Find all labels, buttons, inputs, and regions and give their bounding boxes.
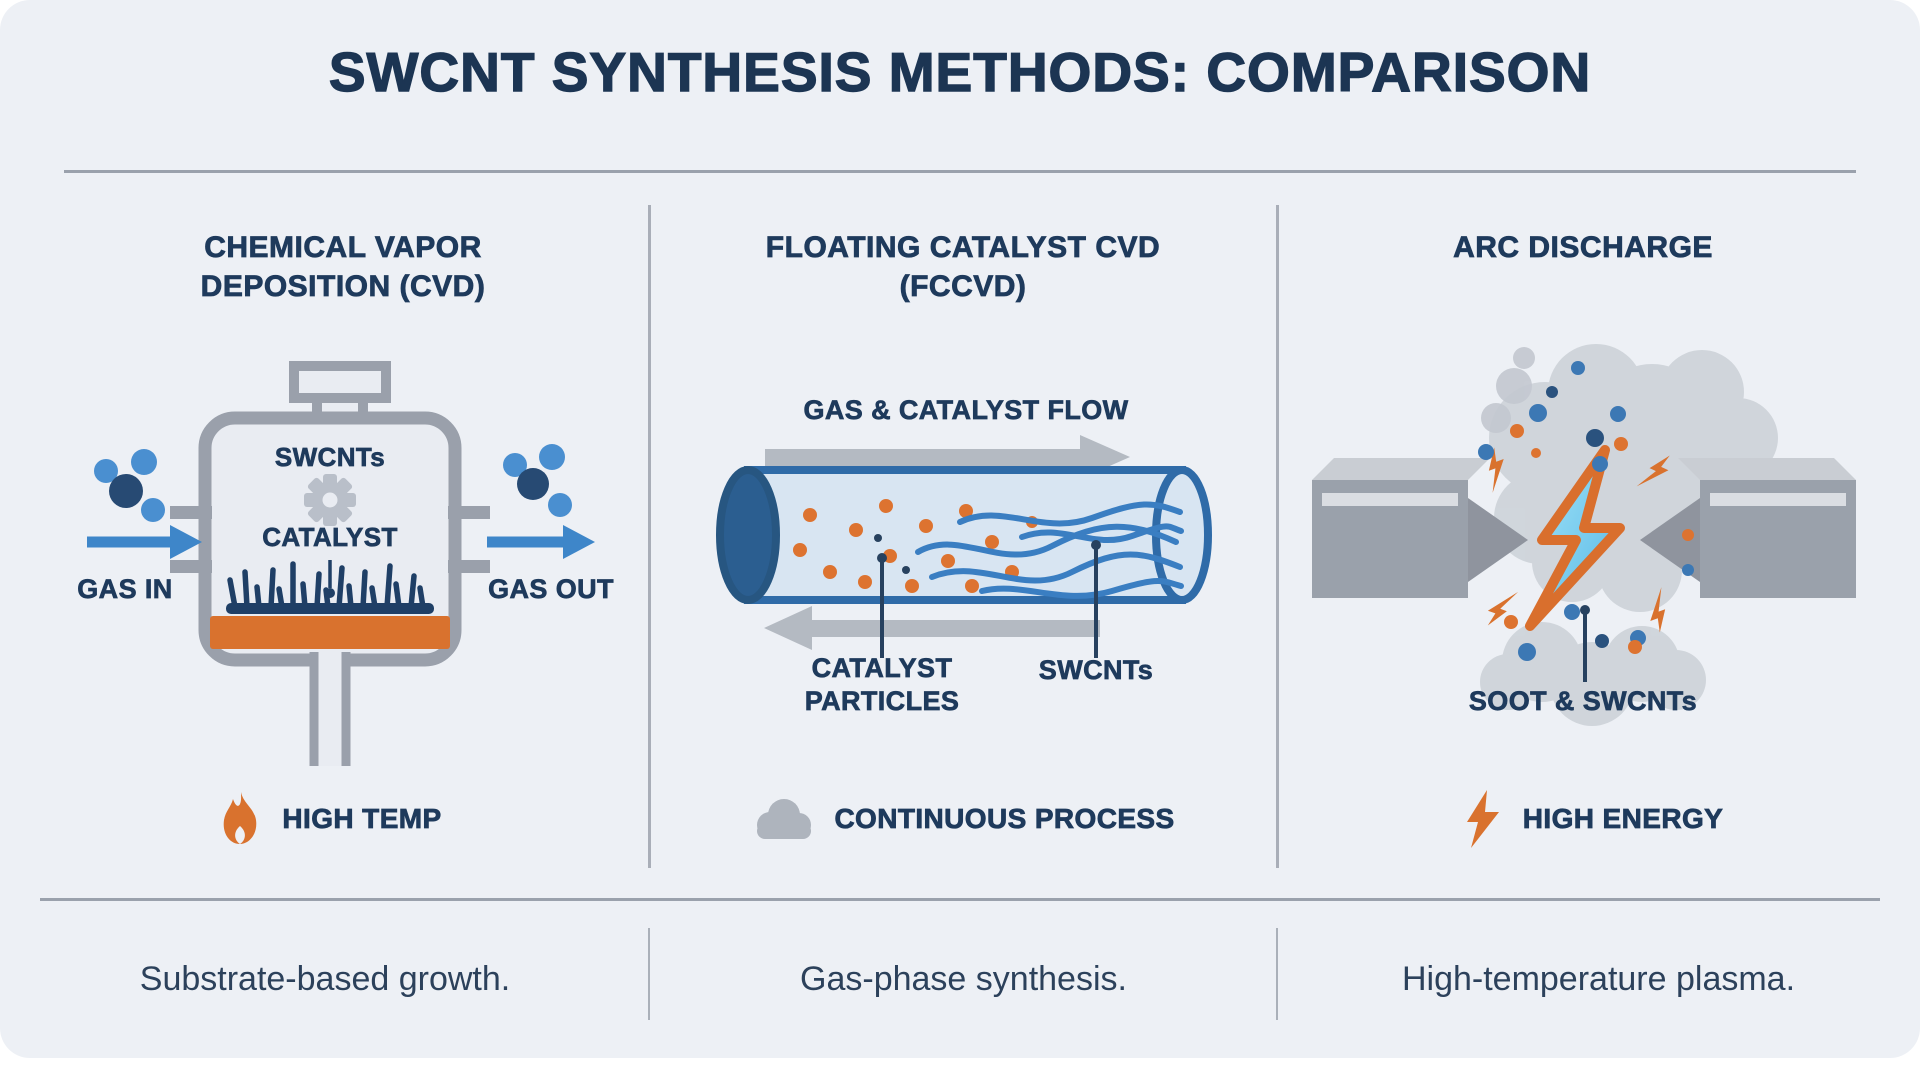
fccvd-diagram — [660, 430, 1272, 730]
catalyst-particles-label: CATALYST PARTICLES — [804, 653, 960, 717]
tube-end-cap — [716, 466, 780, 604]
gear-icon — [304, 474, 356, 526]
soot-swcnts-label: SOOT & SWCNTs — [1468, 686, 1698, 717]
heading-cvd: CHEMICAL VAPOR DEPOSITION (CVD) — [200, 231, 486, 304]
title-divider — [64, 170, 1856, 173]
pointer-lines — [880, 545, 1098, 658]
summary-divider-2 — [1276, 928, 1278, 1020]
flow-label: GAS & CATALYST FLOW — [803, 395, 1129, 426]
chamber-ports — [170, 506, 490, 573]
summary-band-divider — [40, 898, 1880, 901]
fccvd-tube-graphic — [716, 435, 1212, 658]
cvd-chamber-graphic — [87, 361, 595, 766]
gas-in-label: GAS IN — [77, 574, 173, 605]
feature-label-cvd: HIGH TEMP — [282, 803, 442, 835]
heading-fccvd: FLOATING CATALYST CVD (FCCVD) — [765, 231, 1161, 304]
page-title: SWCNT SYNTHESIS METHODS: COMPARISON — [328, 40, 1592, 103]
catalyst-layer — [226, 603, 434, 614]
feature-cvd: HIGH TEMP — [10, 788, 650, 850]
cvd-diagram — [60, 360, 640, 772]
chamber-chimney-cap — [289, 361, 391, 403]
flame-icon — [218, 790, 264, 848]
soot-dots — [1478, 361, 1694, 661]
substrate-block — [210, 616, 450, 649]
feature-arc: HIGH ENERGY — [1277, 788, 1907, 850]
feature-label-arc: HIGH ENERGY — [1522, 803, 1724, 835]
feature-label-fccvd: CONTINUOUS PROCESS — [834, 803, 1175, 835]
molecule-icon — [503, 444, 572, 517]
feature-fccvd: CONTINUOUS PROCESS — [650, 788, 1277, 850]
smoke-cloud-lower — [1480, 622, 1706, 726]
column-divider-1 — [648, 205, 651, 868]
heading-arc: ARC DISCHARGE — [1453, 231, 1713, 265]
summary-cvd: Substrate-based growth. — [139, 960, 511, 998]
summary-divider-1 — [648, 928, 650, 1020]
chamber-stem — [318, 648, 342, 766]
summary-arc: High-temperature plasma. — [1401, 960, 1796, 998]
swcnts-label-cvd: SWCNTs — [274, 442, 386, 473]
flow-arrow-left — [764, 606, 1100, 650]
swcnt-wavy-lines — [915, 501, 1184, 599]
gas-out-label: GAS OUT — [488, 574, 614, 605]
molecule-icon — [94, 449, 165, 522]
spark-bolts — [1487, 447, 1670, 633]
swcnts-label-fccvd: SWCNTs — [1038, 655, 1154, 686]
lightning-icon — [1461, 790, 1505, 848]
column-divider-2 — [1276, 205, 1279, 868]
lightning-bolt-graphic — [1525, 445, 1625, 631]
electrode-left — [1312, 458, 1528, 598]
arc-diagram — [1290, 330, 1880, 730]
gas-out-arrow — [487, 525, 595, 559]
gas-in-arrow — [87, 525, 202, 559]
summary-fccvd: Gas-phase synthesis. — [800, 960, 1127, 998]
catalyst-label-cvd: CATALYST — [262, 522, 398, 553]
arc-discharge-graphic — [1312, 344, 1856, 726]
tube-graphic — [716, 466, 1212, 604]
cloud-icon — [752, 797, 816, 841]
electrode-right — [1640, 458, 1856, 598]
